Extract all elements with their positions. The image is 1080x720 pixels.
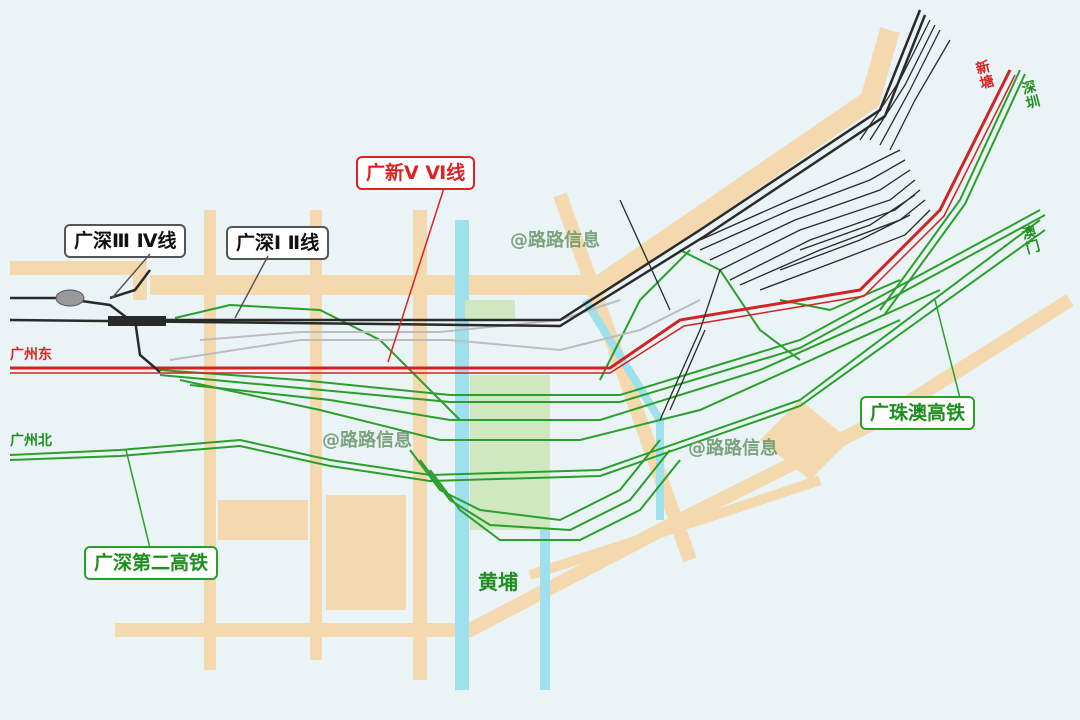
station-guangzhou-east: 广州东 (10, 347, 52, 363)
shenzhen-line (879, 69, 1026, 315)
callout-guangshen-2: 广深第二高铁 (84, 546, 219, 580)
road-bottom (115, 294, 1074, 637)
roads (10, 27, 1074, 680)
yard-tracks (619, 19, 951, 421)
station-guangzhou-north: 广州北 (10, 433, 52, 449)
red-line (10, 69, 1016, 374)
watermark-1: @路路信息 (510, 230, 600, 251)
callout-guangzhuao: 广珠澳高铁 (860, 396, 976, 430)
huangpu-platforms (465, 300, 550, 530)
station-huangpu: 黄埔 (478, 570, 518, 594)
callout-guangxin-5-6: 广新Ⅴ Ⅵ线 (356, 156, 476, 190)
callout-guangshen-3-4: 广深Ⅲ Ⅳ线 (64, 224, 187, 258)
depot-box (108, 316, 166, 326)
block-1 (326, 495, 406, 610)
road-lower-east (528, 475, 822, 580)
callout-guangshen-1-2: 广深Ⅰ Ⅱ线 (226, 226, 330, 260)
watermark-2: @路路信息 (322, 430, 412, 451)
road-main-diagonal (150, 27, 900, 295)
block-2 (218, 500, 308, 540)
road-northwest-diagonal (10, 261, 147, 300)
block-3 (760, 400, 850, 480)
road-diagonal-south (553, 192, 697, 563)
green-lines (9, 209, 1046, 541)
guangshen-junction (55, 289, 85, 307)
watermark-3: @路路信息 (688, 438, 778, 459)
